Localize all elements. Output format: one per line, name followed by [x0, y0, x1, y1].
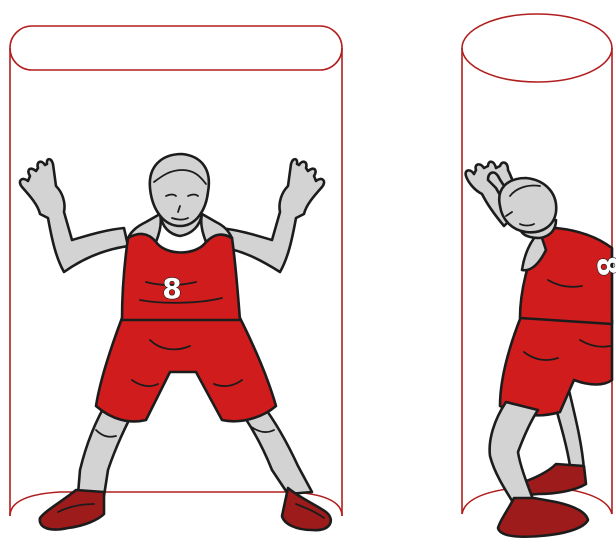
side-player-front-shoe	[498, 498, 588, 537]
side-player-shorts	[500, 314, 612, 415]
front-view-figure-group: 8	[10, 26, 342, 530]
front-player-shoes	[40, 488, 331, 530]
front-jersey-number: 8	[162, 272, 181, 305]
side-player-head	[499, 178, 556, 238]
side-view-figure-group: 8	[462, 14, 616, 537]
front-player-shorts	[96, 318, 276, 421]
